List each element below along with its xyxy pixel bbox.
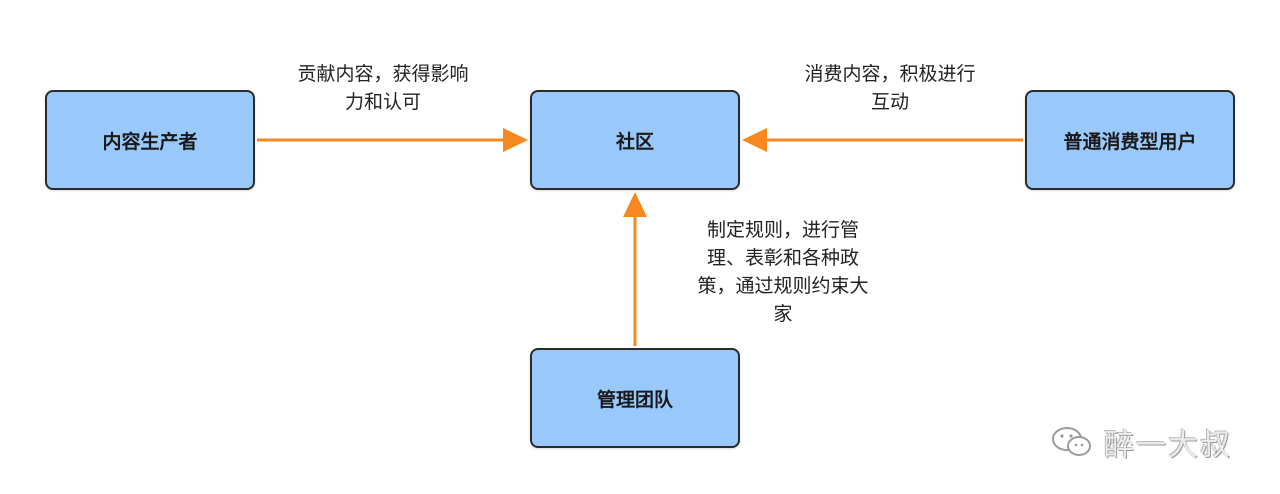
node-consumer-label: 普通消费型用户 — [1063, 130, 1197, 153]
arrow-consumer-to-community — [742, 128, 1023, 152]
node-management-team: 管理团队 — [530, 348, 740, 448]
edge-label-management: 制定规则，进行管 理、表彰和各种政 策，通过规则约束大 家 — [668, 216, 898, 328]
node-community-label: 社区 — [615, 130, 654, 153]
node-consumer: 普通消费型用户 — [1025, 90, 1235, 190]
edge-label-consumer: 消费内容，积极进行 互动 — [770, 60, 1010, 116]
edge-label-management-line-1: 制定规则，进行管 — [706, 219, 859, 241]
edge-label-producer-line-2: 力和认可 — [344, 91, 421, 113]
arrow-producer-to-community — [257, 128, 528, 152]
wechat-icon — [1052, 427, 1091, 456]
node-community: 社区 — [530, 90, 740, 190]
edge-label-consumer-line-1: 消费内容，积极进行 — [804, 63, 976, 85]
node-content-producer: 内容生产者 — [45, 90, 255, 190]
edge-label-consumer-line-2: 互动 — [870, 91, 909, 113]
node-management-team-label: 管理团队 — [596, 388, 673, 411]
watermark-text: 醉一大叔 — [1104, 428, 1232, 463]
arrow-management-to-community — [623, 192, 647, 346]
edge-label-producer-line-1: 贡献内容，获得影响 — [297, 63, 469, 85]
edge-label-management-line-2: 理、表彰和各种政 — [706, 247, 859, 269]
node-content-producer-label: 内容生产者 — [102, 130, 198, 153]
edge-label-management-line-4: 家 — [773, 303, 793, 325]
edge-label-management-line-3: 策，通过规则约束大 — [697, 275, 869, 297]
edge-label-producer: 贡献内容，获得影响 力和认可 — [268, 60, 498, 116]
watermark: 醉一大叔 — [1050, 420, 1232, 464]
